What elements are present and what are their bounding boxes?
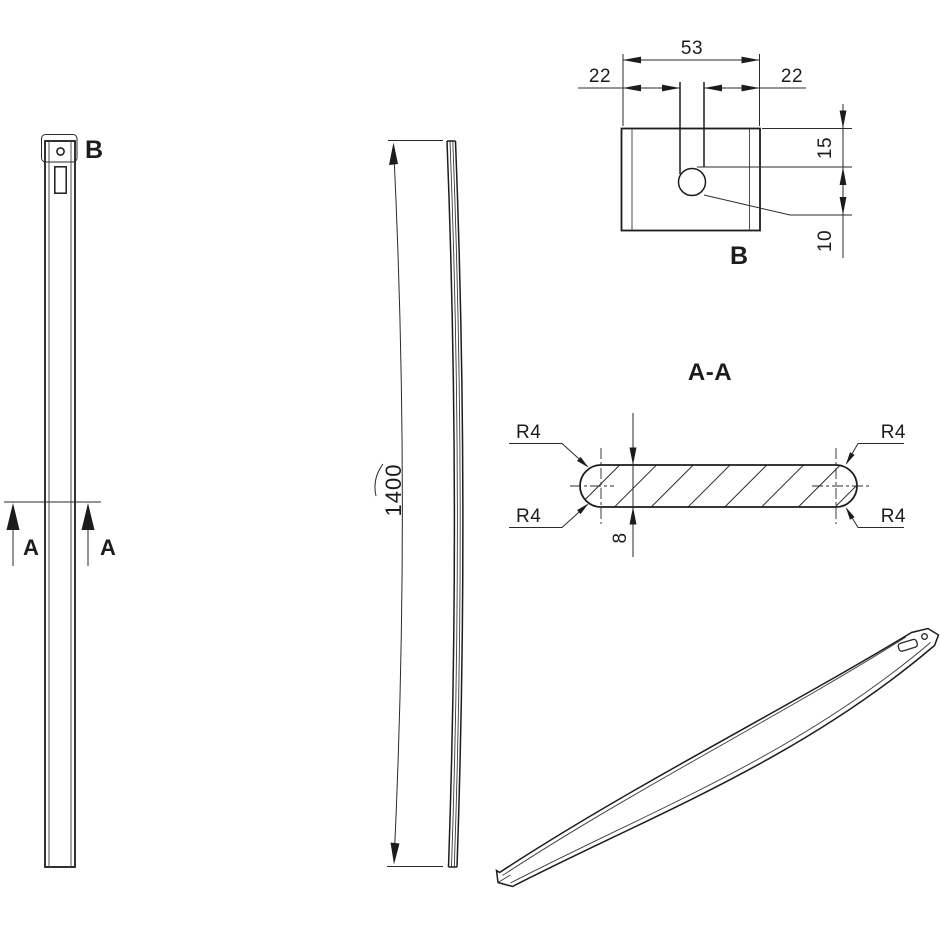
detail-b-title: B	[730, 242, 748, 270]
r4-top-right-label: R4	[881, 422, 906, 443]
isometric-hole	[921, 633, 928, 640]
r4-top-left: R4	[509, 422, 589, 468]
detail-b-boundary	[41, 134, 78, 163]
section-line-a-a: A A	[4, 501, 116, 566]
isometric-tangent-bottom	[510, 642, 931, 884]
isometric-end-face-edge	[497, 874, 511, 883]
hole-detail	[677, 167, 707, 197]
profile-convex-edge	[454, 140, 464, 868]
profile-tangent-line-2	[452, 140, 461, 868]
dim-thickness-label: 8	[610, 532, 631, 543]
dim-hole-offset-label: 10	[815, 230, 836, 252]
hole-front	[56, 147, 65, 156]
dim-width-label: 53	[681, 38, 703, 59]
dim-top-to-hole-label: 15	[815, 137, 836, 159]
arc-symbol	[374, 463, 384, 497]
r4-bottom-right: R4	[845, 506, 906, 528]
dim-slot-right-label: 22	[781, 66, 803, 87]
r4-bottom-right-label: R4	[881, 506, 906, 527]
slot-front	[54, 166, 67, 194]
profile-tangent-line-1	[449, 140, 458, 868]
r4-bottom-left: R4	[509, 503, 589, 528]
isometric-slot	[897, 638, 919, 652]
dim-22-right: 22	[704, 66, 806, 92]
isometric-outline	[495, 627, 940, 888]
r4-top-left-label: R4	[516, 422, 541, 443]
detail-b-outline	[620, 127, 761, 232]
side-view: 1400	[374, 140, 464, 868]
section-aa-view: A-A 8 R4 R4 R4 R4	[509, 359, 906, 557]
section-aa-title: A-A	[688, 359, 732, 386]
detail-b-callout-label: B	[85, 136, 103, 164]
isometric-tangent-top	[502, 636, 907, 876]
arc-length-label: 1400	[381, 464, 406, 517]
isometric-view	[495, 627, 940, 888]
profile-concave-edge	[446, 140, 456, 868]
section-label-left: A	[23, 535, 39, 560]
slat-front-outline	[44, 140, 76, 868]
section-profile-hatched	[579, 464, 858, 508]
hole-leader	[703, 194, 852, 216]
r4-bottom-left-label: R4	[516, 506, 541, 527]
dim-8: 8	[610, 413, 637, 557]
dim-22-left: 22	[578, 66, 680, 92]
dim-slot-left-label: 22	[589, 66, 611, 87]
dim-arc-length: 1400	[374, 140, 443, 867]
dim-15-10: 15 10	[697, 104, 852, 258]
front-view: B A A	[4, 134, 116, 868]
section-label-right: A	[100, 535, 116, 560]
detail-b-view: B 53 22 22	[578, 38, 852, 270]
r4-top-right: R4	[845, 422, 906, 465]
dim-53: 53	[622, 38, 760, 126]
